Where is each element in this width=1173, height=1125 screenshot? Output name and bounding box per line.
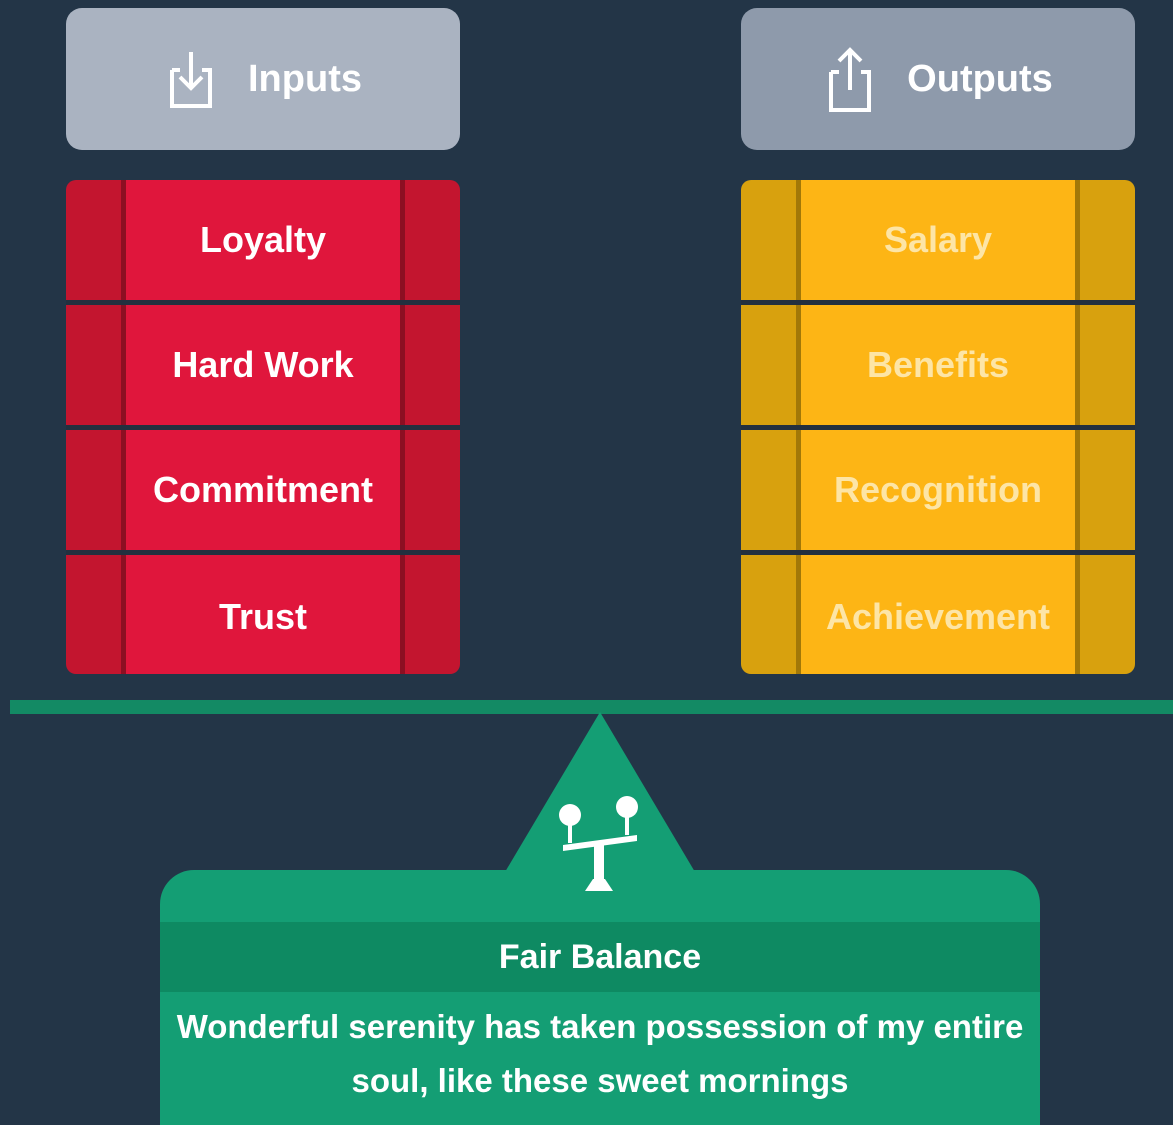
upload-icon xyxy=(829,47,872,112)
input-item: Trust xyxy=(66,555,460,674)
balance-beam xyxy=(10,700,1173,714)
inputs-header: Inputs xyxy=(66,8,460,150)
output-item-label: Benefits xyxy=(801,305,1075,425)
input-item: Commitment xyxy=(66,430,460,555)
output-item-label: Salary xyxy=(801,180,1075,300)
outputs-header: Outputs xyxy=(741,8,1135,150)
input-item: Hard Work xyxy=(66,305,460,430)
scale-icon xyxy=(559,796,638,891)
output-item: Recognition xyxy=(741,430,1135,555)
inputs-stack: Loyalty Hard Work Commitment Trust xyxy=(66,180,460,674)
output-item-label: Achievement xyxy=(801,555,1075,674)
input-item-label: Trust xyxy=(126,555,400,674)
output-item-label: Recognition xyxy=(801,430,1075,550)
outputs-header-label: Outputs xyxy=(907,57,1053,100)
input-item-label: Loyalty xyxy=(126,180,400,300)
output-item: Salary xyxy=(741,180,1135,305)
input-item: Loyalty xyxy=(66,180,460,305)
input-item-label: Hard Work xyxy=(126,305,400,425)
balance-panel xyxy=(160,870,1040,1125)
inputs-header-label: Inputs xyxy=(248,57,362,100)
outputs-stack: Salary Benefits Recognition Achievement xyxy=(741,180,1135,674)
balance-title: Fair Balance xyxy=(160,922,1040,992)
output-item: Benefits xyxy=(741,305,1135,430)
input-item-label: Commitment xyxy=(126,430,400,550)
balance-description: Wonderful serenity has taken possession … xyxy=(176,1008,1024,1099)
download-icon xyxy=(170,52,212,108)
output-item: Achievement xyxy=(741,555,1135,674)
